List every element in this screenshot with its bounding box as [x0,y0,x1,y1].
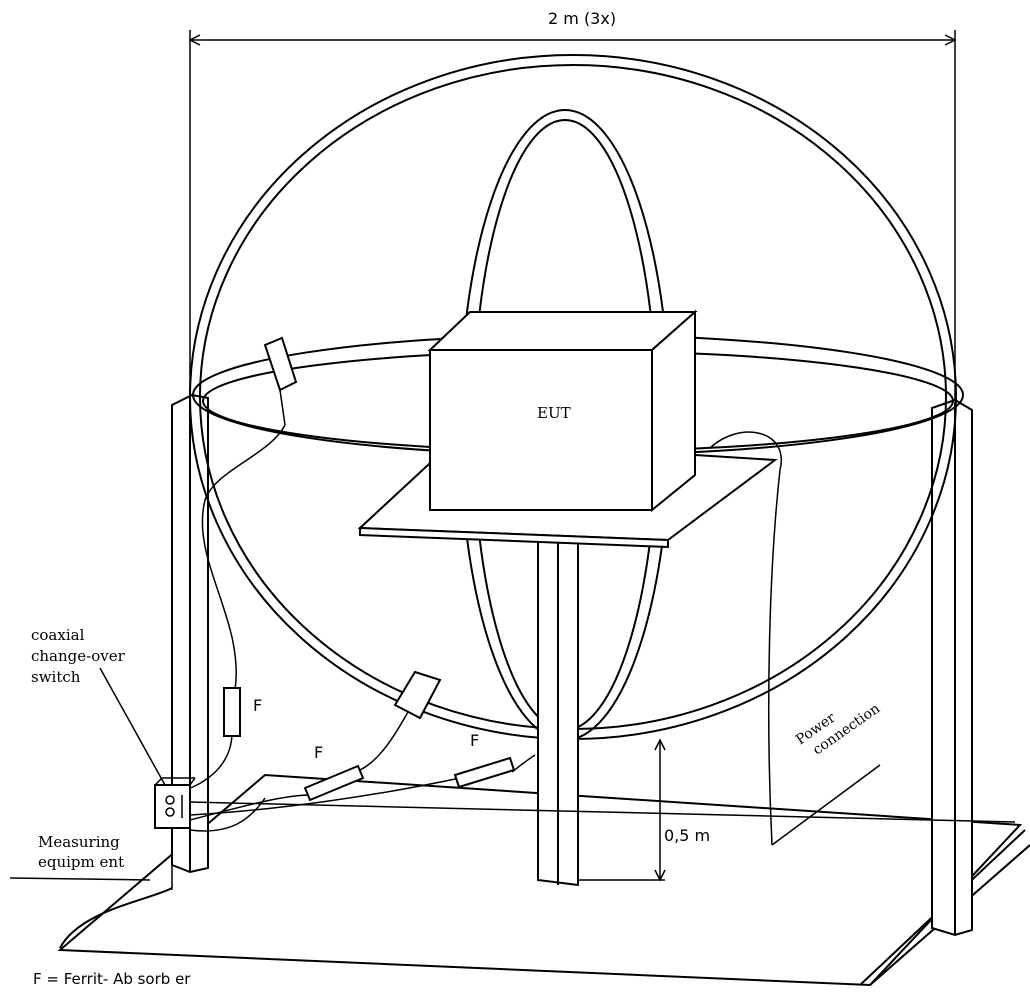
right-post [931,398,973,937]
width-dimension-label: 2 m (3x) [548,9,616,28]
sensor-top [263,336,298,426]
ferrite-absorber-1 [223,687,241,737]
height-dimension [578,738,666,882]
power-cable [709,431,881,846]
coax-switch-label-line2: change-over [31,647,126,665]
ferrite-absorber-2 [303,764,365,802]
height-dimension-label: 0,5 m [664,826,710,845]
measuring-label-line2: equipm ent [38,853,124,871]
measuring-label-line1: Measuring [38,833,120,851]
ferrite-label-2: F [314,743,323,762]
coax-switch-label-line1: coaxial [31,626,85,644]
ferrite-absorber-3 [453,756,516,789]
coax-switch [154,777,196,829]
switch-leader-line [99,667,166,786]
ferrite-label-3: F [470,731,479,750]
eut-label: EUT [537,404,571,422]
cables [9,424,1016,949]
eut-box [427,309,698,513]
ferrite-legend: F = Ferrit- Ab sorb er [33,970,191,988]
coax-switch-label-line3: switch [31,668,81,686]
ferrite-label-1: F [253,696,262,715]
width-dimension [188,30,957,400]
sensor-bottom [393,670,442,720]
table-pedestal [537,539,579,887]
power-connection-label: Power connection [793,701,883,759]
